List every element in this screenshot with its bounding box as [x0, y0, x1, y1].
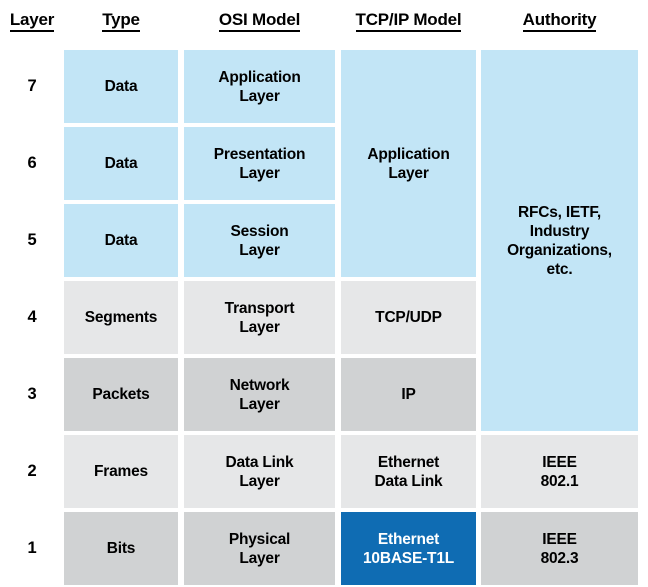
type-cell-layer-3-text: Packets — [92, 386, 150, 403]
type-cell-layer-5: Data — [64, 204, 178, 277]
osi-cell-layer-6-line-2: Layer — [239, 164, 280, 182]
osi-cell-layer-3-line-1: Network — [229, 376, 290, 394]
column-header-authority: Authority — [481, 10, 638, 32]
osi-cell-layer-1-line-1: Physical — [228, 530, 291, 548]
osi-cell-layer-2: Data Link Layer — [184, 435, 335, 508]
tcpip-cell-layer-2: Ethernet Data Link — [341, 435, 476, 508]
column-header-type: Type — [64, 10, 178, 32]
osi-cell-layer-3-line-2: Layer — [239, 395, 280, 413]
layer-number-3-text: 3 — [27, 385, 37, 403]
column-header-layer: Layer — [0, 10, 64, 32]
layer-number-4-text: 4 — [27, 308, 37, 326]
osi-cell-layer-5-line-2: Layer — [239, 241, 280, 259]
type-cell-layer-6-text: Data — [104, 155, 138, 172]
osi-cell-layer-2-line-2: Layer — [239, 472, 280, 490]
osi-cell-layer-3: Network Layer — [184, 358, 335, 431]
layer-number-5: 5 — [0, 204, 64, 277]
type-cell-layer-2: Frames — [64, 435, 178, 508]
authority-cell-layer-1-line-2: 802.3 — [540, 549, 579, 567]
osi-cell-layer-4-line-1: Transport — [224, 299, 295, 317]
authority-cell-layer-2: IEEE 802.1 — [481, 435, 638, 508]
column-header-type-label: Type — [102, 10, 140, 32]
authority-upper-line-2: Industry — [529, 222, 590, 240]
osi-cell-layer-5: Session Layer — [184, 204, 335, 277]
osi-cell-layer-2-line-1: Data Link — [225, 453, 294, 471]
authority-cell-layer-1: IEEE 802.3 — [481, 512, 638, 585]
osi-cell-layer-6-line-1: Presentation — [213, 145, 306, 163]
authority-upper-line-1: RFCs, IETF, — [517, 203, 602, 221]
layer-number-4: 4 — [0, 281, 64, 354]
column-header-layer-label: Layer — [9, 10, 54, 32]
type-cell-layer-6: Data — [64, 127, 178, 200]
layer-number-7: 7 — [0, 50, 64, 123]
osi-cell-layer-1-line-2: Layer — [239, 549, 280, 567]
authority-cell-layer-2-line-2: 802.1 — [540, 472, 579, 490]
column-header-authority-label: Authority — [522, 10, 597, 32]
layer-number-2: 2 — [0, 435, 64, 508]
layer-number-7-text: 7 — [27, 77, 37, 95]
osi-cell-layer-7: Application Layer — [184, 50, 335, 123]
authority-cell-layer-1-line-1: IEEE — [542, 530, 577, 548]
osi-cell-layer-4: Transport Layer — [184, 281, 335, 354]
type-cell-layer-1: Bits — [64, 512, 178, 585]
layer-number-6: 6 — [0, 127, 64, 200]
tcpip-cell-layer-1-highlighted: Ethernet 10BASE-T1L — [341, 512, 476, 585]
type-cell-layer-4: Segments — [64, 281, 178, 354]
column-header-osi-model-label: OSI Model — [218, 10, 300, 32]
authority-upper-line-3: Organizations, — [507, 241, 612, 259]
authority-upper-line-4: etc. — [546, 260, 573, 278]
type-cell-layer-5-text: Data — [104, 232, 138, 249]
type-cell-layer-4-text: Segments — [84, 309, 158, 326]
tcpip-cell-layer-2-line-1: Ethernet — [377, 453, 440, 471]
tcpip-cell-layer-4-line-1: TCP/UDP — [375, 309, 442, 326]
layer-number-1: 1 — [0, 512, 64, 585]
type-cell-layer-3: Packets — [64, 358, 178, 431]
column-header-osi-model: OSI Model — [184, 10, 335, 32]
osi-cell-layer-5-line-1: Session — [230, 222, 289, 240]
layer-number-1-text: 1 — [27, 539, 37, 557]
type-cell-layer-7: Data — [64, 50, 178, 123]
tcpip-cell-layer-3: IP — [341, 358, 476, 431]
tcpip-cell-layer-1-line-1: Ethernet — [377, 530, 440, 548]
tcpip-cell-layer-1-line-2: 10BASE-T1L — [362, 549, 455, 567]
layer-number-5-text: 5 — [27, 231, 37, 249]
authority-cell-upper-merged: RFCs, IETF, Industry Organizations, etc. — [481, 50, 638, 431]
type-cell-layer-1-text: Bits — [106, 540, 136, 557]
osi-cell-layer-7-line-1: Application — [218, 68, 301, 86]
tcpip-application-line-2: Layer — [388, 164, 429, 182]
osi-cell-layer-7-line-2: Layer — [239, 87, 280, 105]
tcpip-application-line-1: Application — [367, 145, 450, 163]
column-header-tcpip-model-label: TCP/IP Model — [355, 10, 462, 32]
osi-cell-layer-4-line-2: Layer — [239, 318, 280, 336]
layer-number-3: 3 — [0, 358, 64, 431]
tcpip-cell-layer-3-line-1: IP — [401, 386, 416, 403]
table-body: 7 6 5 4 3 2 1 Data Data Data Segme — [0, 46, 648, 587]
osi-cell-layer-6: Presentation Layer — [184, 127, 335, 200]
type-cell-layer-2-text: Frames — [94, 463, 148, 480]
tcpip-cell-layer-4: TCP/UDP — [341, 281, 476, 354]
tcpip-cell-layer-2-line-2: Data Link — [374, 472, 443, 490]
authority-cell-layer-2-line-1: IEEE — [542, 453, 577, 471]
column-header-tcpip-model: TCP/IP Model — [341, 10, 476, 32]
table-header-row: Layer Type OSI Model TCP/IP Model Author… — [0, 0, 648, 46]
layer-number-6-text: 6 — [27, 154, 37, 172]
layer-number-2-text: 2 — [27, 462, 37, 480]
tcpip-cell-application-layer-merged: Application Layer — [341, 50, 476, 277]
type-cell-layer-7-text: Data — [104, 78, 138, 95]
osi-cell-layer-1: Physical Layer — [184, 512, 335, 585]
